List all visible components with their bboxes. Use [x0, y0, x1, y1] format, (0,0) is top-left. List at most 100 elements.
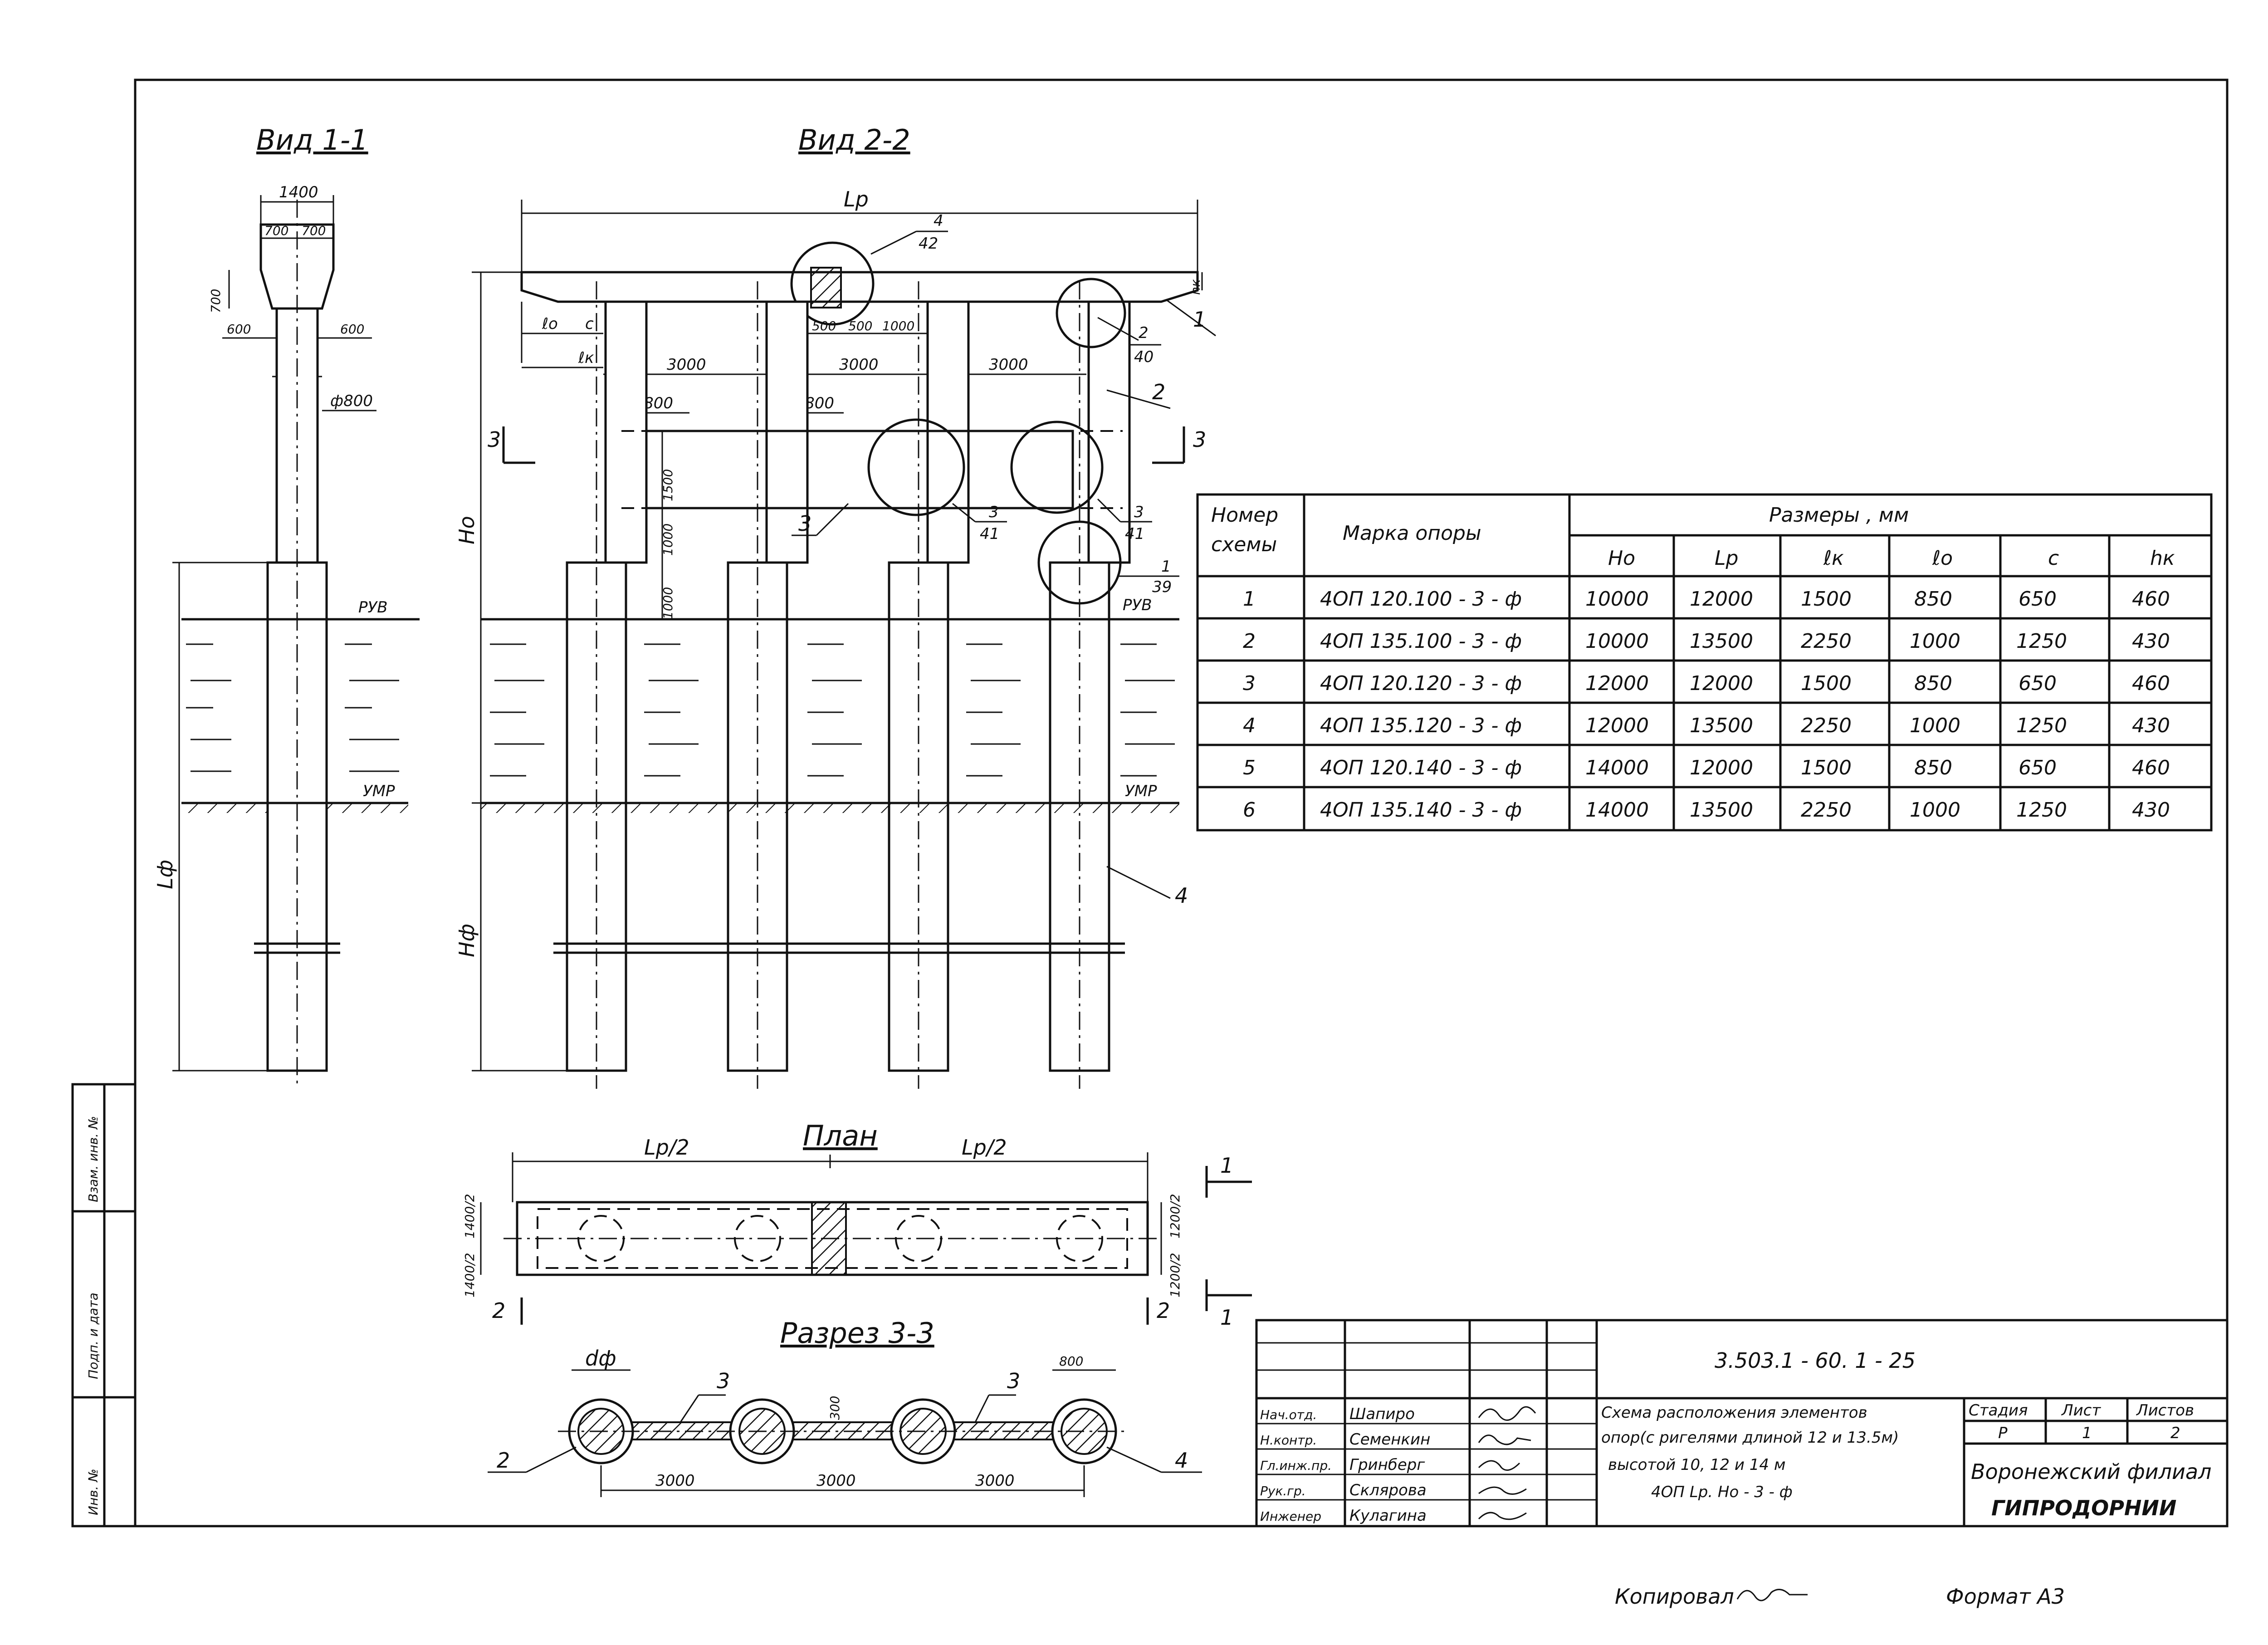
row1-c: 650	[2019, 588, 2057, 611]
sheets-header: Листов	[2136, 1401, 2194, 1420]
section-title: Разрез 3-3	[780, 1317, 934, 1350]
row5-lk: 1500	[1801, 756, 1852, 779]
row5-c: 650	[2019, 756, 2057, 779]
org-line-1: Воронежский филиал	[1971, 1459, 2211, 1484]
section-label-3a: 3	[717, 1369, 730, 1393]
table-col-lo: ℓо	[1932, 547, 1953, 570]
section-pos-4: 4	[1175, 1448, 1188, 1473]
row6-ho: 14000	[1585, 798, 1649, 822]
callout-1-39-top: 1	[1161, 558, 1171, 576]
row2-c: 1250	[2016, 630, 2067, 653]
sheet-frame	[134, 78, 2229, 1528]
plan-dim-right-a: 1200/2	[1168, 1194, 1183, 1239]
plan-mark-1-top: 1	[1220, 1153, 1233, 1178]
plan-title: План	[803, 1119, 878, 1152]
view1-dim-top: 1400	[279, 183, 318, 201]
signature	[1478, 1406, 1536, 1421]
beam-section-hatch	[810, 267, 842, 308]
row5-lo: 850	[1914, 756, 1952, 779]
table-col-c: с	[2048, 547, 2059, 570]
view1-label-umr: УМР	[363, 782, 395, 800]
table-col-hk: hк	[2150, 547, 2175, 570]
row3-mark: 4ОП 120.120 - 3 - ф	[1320, 672, 1522, 695]
staff-role-1: Нач.отд.	[1260, 1407, 1317, 1422]
row1-lk: 1500	[1801, 588, 1852, 611]
row4-lo: 1000	[1910, 714, 1960, 737]
view2-pos-2: 2	[1152, 380, 1165, 404]
side-strip-inv: Инв. №	[86, 1469, 101, 1515]
section-label-df: dф	[585, 1346, 616, 1371]
section-dim-s1: 3000	[655, 1472, 695, 1490]
view1-dim-right: 600	[340, 322, 364, 337]
callout-3-41b-bot: 41	[1125, 525, 1144, 543]
row2-n: 2	[1243, 630, 1256, 653]
view2-span-3: 3000	[989, 356, 1028, 374]
view2-small-b: 500	[812, 318, 836, 333]
staff-name-3: Гринберг	[1349, 1456, 1425, 1474]
plan-dim-left-b: 1400/2	[462, 1253, 477, 1297]
table-row: 2 4ОП 135.100 - 3 - ф 10000 13500 2250 1…	[1243, 630, 2170, 653]
view2-label-ruv: РУВ	[1123, 596, 1152, 614]
table-col-lp: Lр	[1715, 547, 1738, 570]
row6-lp: 13500	[1690, 798, 1753, 822]
plan-view: План Lр/2 Lр/2 1400/2 1400/2 1200/2 1200…	[462, 1119, 1252, 1330]
row6-lk: 2250	[1801, 798, 1852, 822]
row1-n: 1	[1243, 588, 1256, 611]
staff-role-5: Инженер	[1260, 1509, 1321, 1524]
view-2-2: Вид 2-2 Lр 4 42 hк ℓо с ℓк 3000 3000 300…	[455, 123, 1216, 1089]
view1-dim-half-left: 700	[264, 223, 288, 238]
callout-4-42-bot: 42	[919, 235, 938, 253]
table-row: 6 4ОП 135.140 - 3 - ф 14000 13500 2250 1…	[1243, 798, 2170, 822]
table-row: 3 4ОП 120.120 - 3 - ф 12000 12000 1500 8…	[1243, 672, 2170, 695]
plan-lp2-left: Lр/2	[644, 1135, 689, 1160]
view1-title: Вид 1-1	[256, 123, 368, 157]
sheet-value: 1	[2082, 1424, 2092, 1442]
section-3-3: Разрез 3-3 dф 3 3 300 800 3000 3000 3000…	[488, 1317, 1202, 1497]
view2-label-c: с	[585, 315, 594, 333]
callout-3-41b-top: 3	[1134, 503, 1144, 521]
sheets-value: 2	[2170, 1424, 2180, 1442]
row5-hk: 460	[2132, 756, 2170, 779]
view2-label-hf: Нф	[455, 924, 479, 957]
view2-label-ho: Но	[455, 516, 479, 544]
table-row: 1 4ОП 120.100 - 3 - ф 10000 12000 1500 8…	[1243, 588, 2170, 611]
row3-lo: 850	[1914, 672, 1952, 695]
row1-hk: 460	[2132, 588, 2170, 611]
callout-2-40-bot: 40	[1134, 348, 1154, 366]
plan-mark-2-left: 2	[492, 1298, 505, 1323]
stage-value: Р	[1998, 1424, 2008, 1442]
view2-section-left: 3	[488, 427, 501, 452]
view2-label-lp: Lр	[844, 187, 869, 211]
view2-span-1: 3000	[667, 356, 706, 374]
row5-n: 5	[1243, 756, 1256, 779]
row1-mark: 4ОП 120.100 - 3 - ф	[1320, 588, 1522, 611]
view2-label-umr: УМР	[1125, 782, 1157, 800]
row6-lo: 1000	[1910, 798, 1960, 822]
footer: Копировал Формат А3	[1615, 1584, 2065, 1609]
side-strip: Инв. № Подп. и дата Взам. инв. №	[71, 1083, 137, 1528]
row2-ho: 10000	[1585, 630, 1649, 653]
footer-format: Формат А3	[1946, 1584, 2065, 1609]
view1-dim-height: 700	[208, 289, 223, 313]
callout-3-41-top: 3	[989, 503, 999, 521]
side-strip-sign: Подп. и дата	[86, 1292, 101, 1379]
table-header-scheme-1: Номер	[1211, 504, 1278, 527]
staff-role-3: Гл.инж.пр.	[1260, 1458, 1332, 1473]
row1-lp: 12000	[1690, 588, 1753, 611]
view2-pos-3: 3	[798, 511, 811, 536]
row5-lp: 12000	[1690, 756, 1753, 779]
section-dim-800: 800	[1059, 1354, 1083, 1369]
row3-n: 3	[1243, 672, 1256, 695]
row3-lk: 1500	[1801, 672, 1852, 695]
view2-span-2: 3000	[839, 356, 879, 374]
row4-n: 4	[1243, 714, 1256, 737]
row6-c: 1250	[2016, 798, 2067, 822]
table-row: 4 4ОП 135.120 - 3 - ф 12000 13500 2250 1…	[1243, 714, 2170, 737]
section-dim-s3: 3000	[975, 1472, 1015, 1490]
title-block: 3.503.1 - 60. 1 - 25 Нач.отд. Шапиро Н.к…	[1255, 1319, 2229, 1528]
signature	[1478, 1460, 1520, 1471]
row1-ho: 10000	[1585, 588, 1649, 611]
row6-n: 6	[1243, 798, 1256, 822]
row2-hk: 430	[2132, 630, 2170, 653]
signature	[1478, 1486, 1527, 1495]
